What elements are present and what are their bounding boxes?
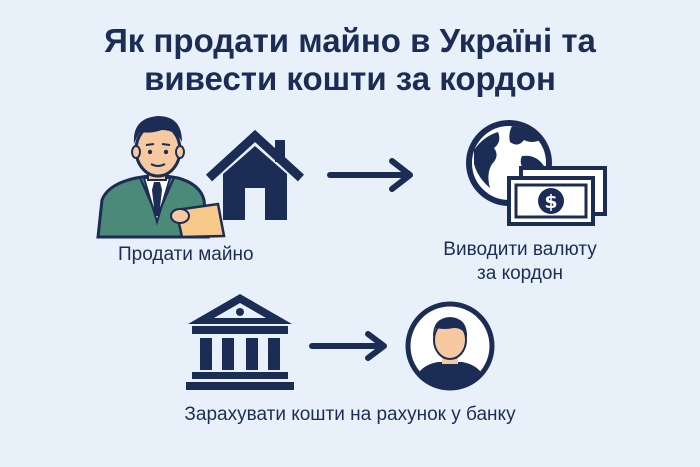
step-transfer-line-2: за кордон <box>477 263 563 284</box>
step-bank-label: Зарахувати кошти на рахунок у банку <box>184 404 516 425</box>
title-line-1: Як продати майно в Україні та <box>104 22 596 59</box>
arrow-right-icon <box>327 158 413 192</box>
bank-building-icon <box>186 294 294 390</box>
person-avatar-icon <box>405 301 495 391</box>
arrow-right-icon <box>309 331 387 361</box>
step-sell-label: Продати майно <box>118 244 254 265</box>
page-title: Як продати майно в Україні та вивести ко… <box>0 22 700 98</box>
dollar-banknote-icon: $ <box>507 166 607 226</box>
house-icon <box>205 129 305 220</box>
step-transfer-label: Виводити валюту за кордон <box>420 238 620 286</box>
svg-text:$: $ <box>544 191 557 213</box>
step-transfer-line-1: Виводити валюту <box>443 239 597 260</box>
title-line-2: вивести кошти за кордон <box>144 60 556 97</box>
businessman-icon <box>96 116 226 239</box>
